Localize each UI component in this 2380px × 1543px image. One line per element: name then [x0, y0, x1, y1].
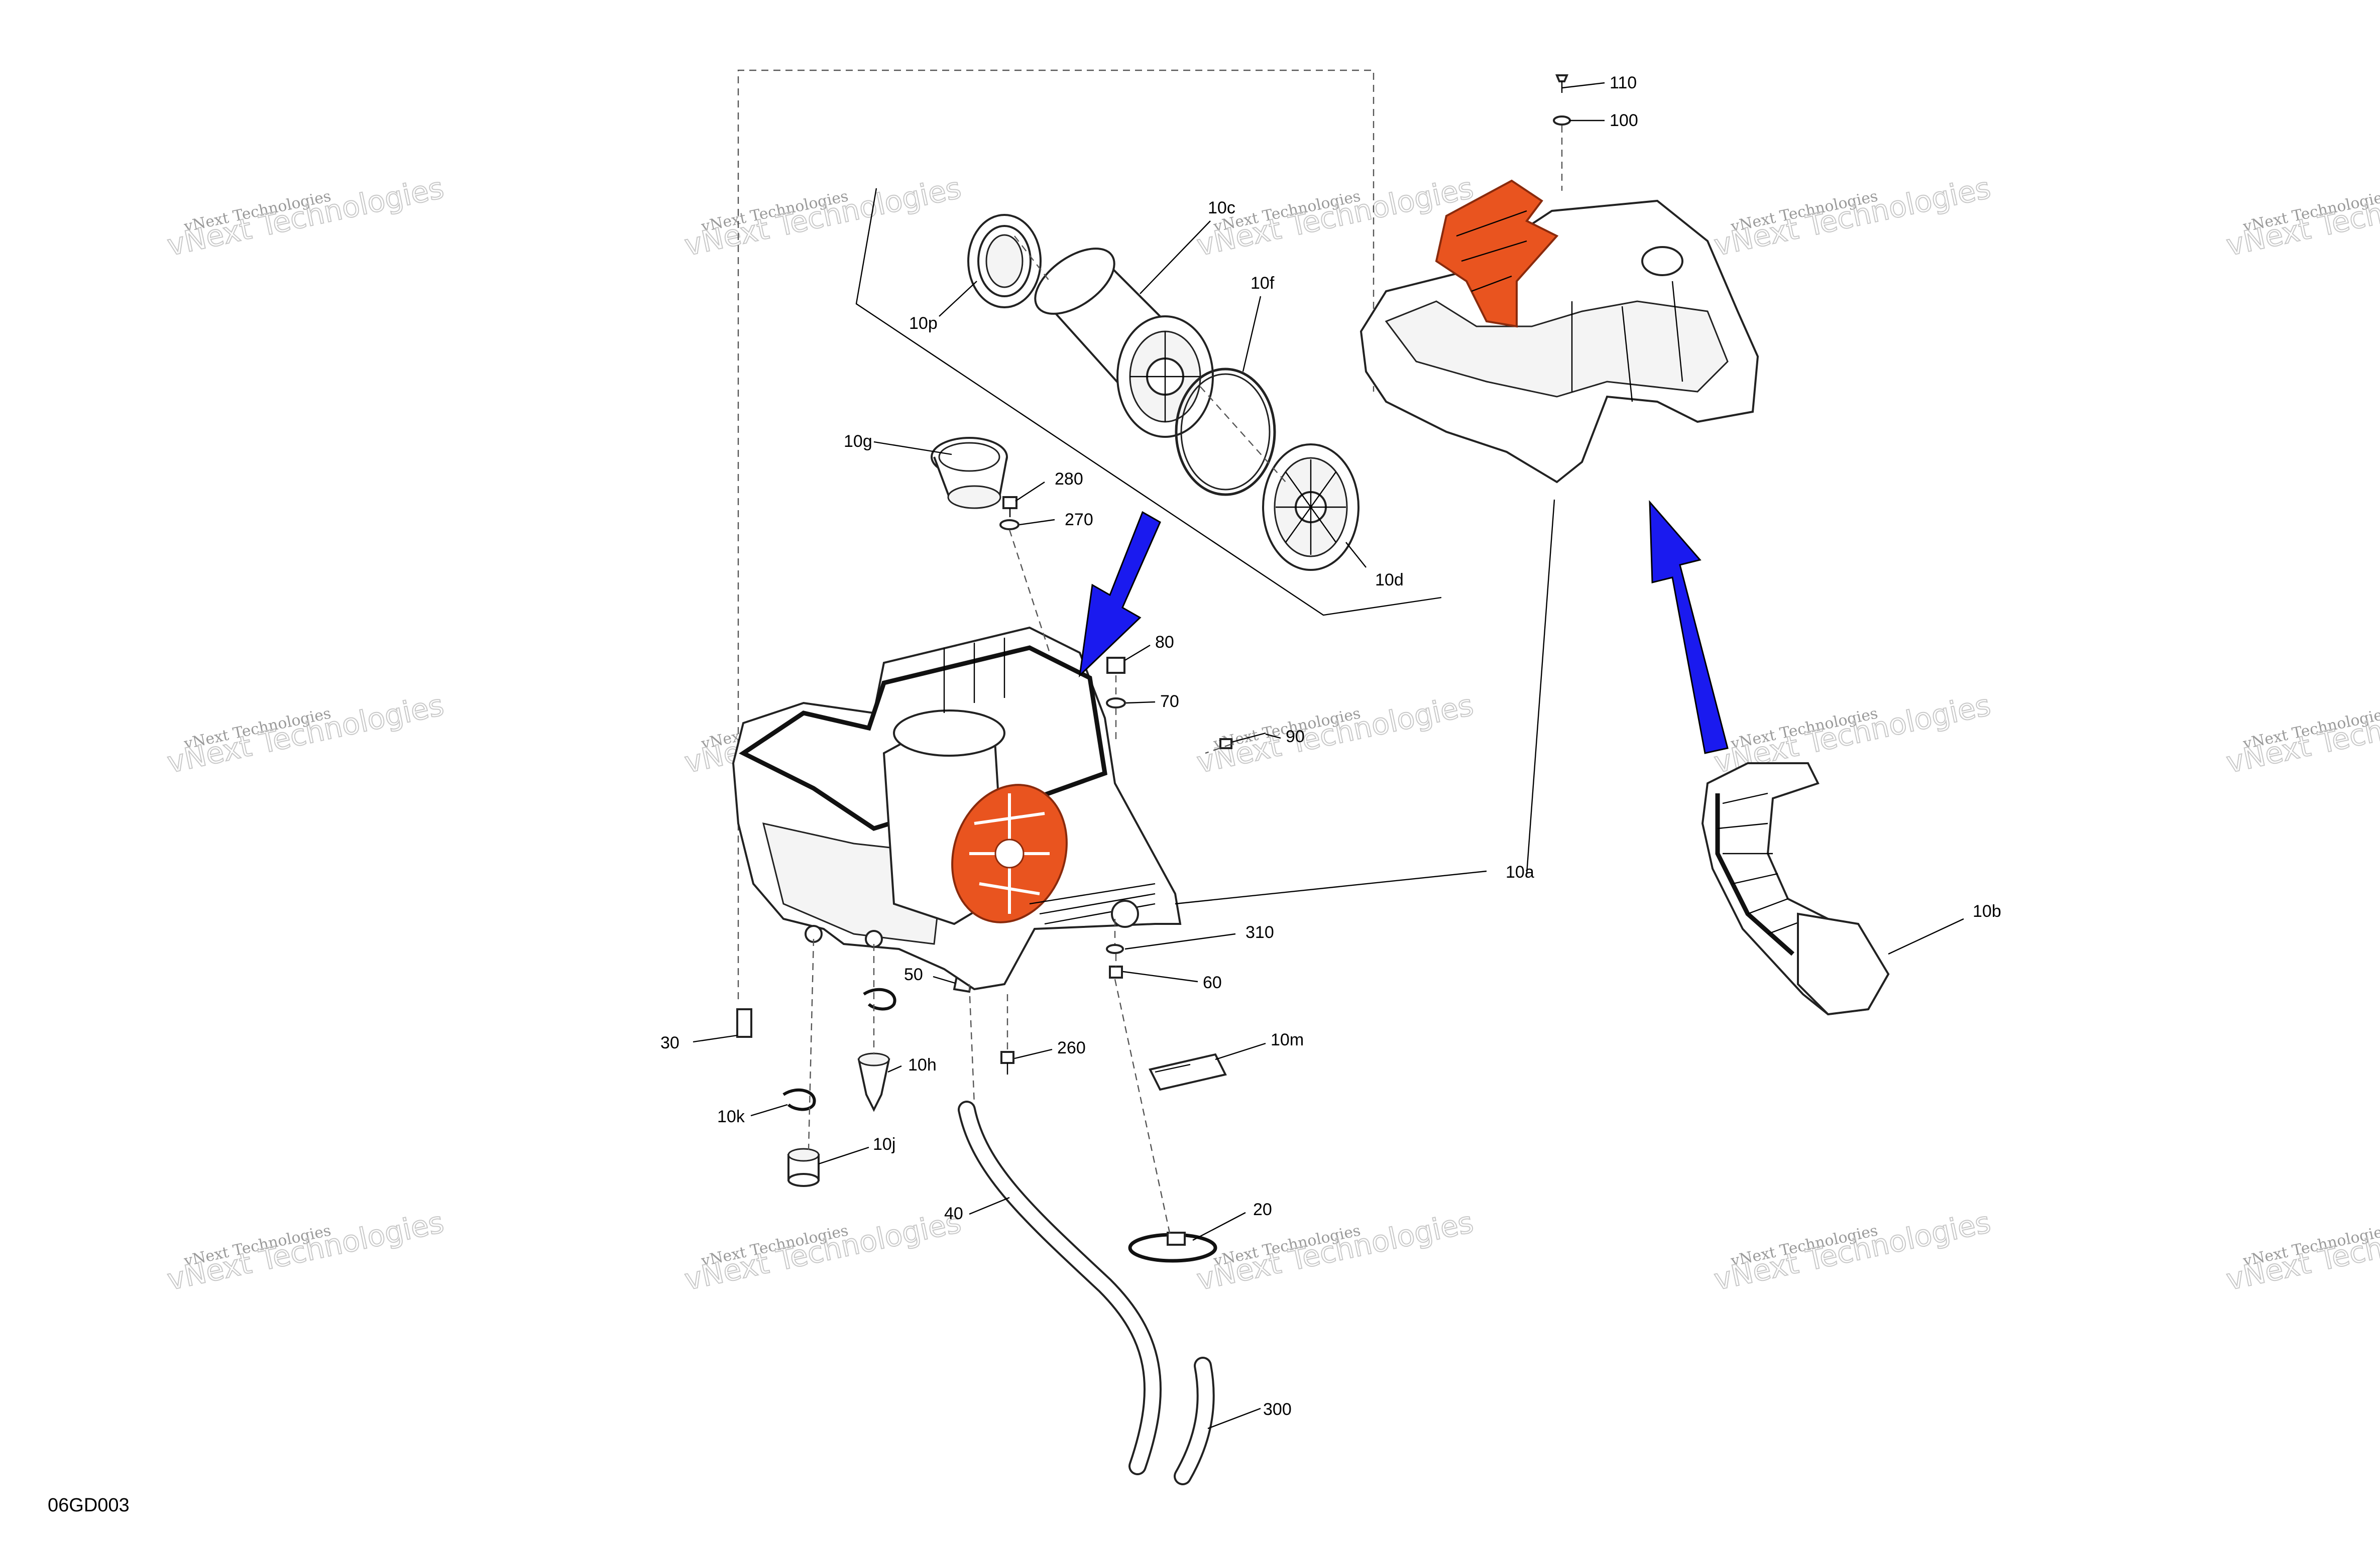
assembly-guide-lines — [808, 126, 1563, 1236]
drain-hose[interactable] — [958, 1101, 1162, 1475]
label-plate[interactable] — [1149, 1053, 1227, 1091]
screw-90[interactable] — [1219, 732, 1266, 749]
callout-10g: 10g — [844, 432, 872, 451]
callout-10c: 10c — [1208, 198, 1235, 217]
washer-100[interactable] — [1553, 115, 1571, 126]
callout-70: 70 — [1160, 692, 1179, 711]
filter-end-cap[interactable] — [1262, 443, 1359, 571]
intake-adapter[interactable] — [931, 437, 1008, 509]
callout-10k: 10k — [717, 1107, 745, 1126]
callout-270: 270 — [1065, 510, 1093, 529]
callout-10d: 10d — [1375, 570, 1404, 589]
callout-10p: 10p — [909, 314, 938, 333]
callout-260: 260 — [1057, 1038, 1086, 1057]
direction-arrow-up — [1649, 500, 1729, 754]
callout-10f: 10f — [1251, 274, 1275, 293]
bolt-260[interactable] — [1000, 1051, 1014, 1075]
air-intake-duct[interactable] — [1701, 762, 1890, 1016]
washer-310[interactable] — [1106, 944, 1124, 954]
hose-clamp[interactable] — [1128, 1232, 1217, 1263]
base-filter-cap-highlight — [951, 784, 1068, 923]
grommet-10h[interactable] — [857, 1052, 890, 1112]
callout-300: 300 — [1263, 1400, 1292, 1419]
fitting-10j[interactable] — [787, 1148, 820, 1187]
callout-20: 20 — [1253, 1200, 1272, 1219]
watermark-layer: vNext Technologies vNext Technologies vN… — [164, 170, 2380, 1297]
callout-10j: 10j — [873, 1135, 895, 1154]
watermark-outline: vNext Technologies — [2223, 688, 2380, 780]
direction-arrow-down — [1078, 511, 1161, 678]
callout-40: 40 — [944, 1204, 963, 1223]
air-filter-seal[interactable] — [967, 214, 1042, 308]
callout-10b: 10b — [1973, 902, 2001, 921]
callout-90: 90 — [1286, 727, 1305, 746]
nut-80[interactable] — [1106, 657, 1125, 674]
callout-10m: 10m — [1271, 1030, 1304, 1049]
callout-10h: 10h — [908, 1055, 937, 1075]
clip-10k-upper[interactable] — [863, 988, 896, 1011]
callout-30: 30 — [660, 1033, 679, 1052]
watermark-outline: vNext Technologies — [2223, 171, 2380, 263]
filter-group-frame — [855, 188, 1442, 616]
washer-270[interactable] — [999, 519, 1019, 530]
air-filter-cartridge[interactable] — [1024, 235, 1214, 438]
callout-labels: 110 100 10c 10p 10f 10g 280 270 10d 80 7… — [660, 73, 2001, 1419]
vent-hose[interactable] — [1174, 1357, 1215, 1485]
callout-280: 280 — [1055, 469, 1083, 489]
leader-lines — [693, 82, 1964, 1430]
watermark-outline: vNext Technologies — [2223, 1205, 2380, 1297]
diagram-reference-id: 06GD003 — [48, 1495, 130, 1516]
callout-110: 110 — [1610, 73, 1637, 92]
cover-intake-highlight — [1435, 179, 1559, 328]
callout-100: 100 — [1610, 111, 1638, 130]
bolt-280[interactable] — [1002, 496, 1017, 517]
callout-60: 60 — [1203, 973, 1222, 992]
assembly-boundary — [737, 69, 1375, 999]
clip-30[interactable] — [736, 1008, 752, 1038]
callout-50: 50 — [904, 965, 923, 984]
filter-o-ring[interactable] — [1175, 368, 1276, 496]
callout-80: 80 — [1155, 633, 1174, 652]
clamp-10k[interactable] — [782, 1088, 816, 1111]
bolt-110[interactable] — [1555, 74, 1568, 93]
airbox-cover[interactable] — [1359, 179, 1759, 484]
nut-60[interactable] — [1109, 966, 1123, 979]
callout-10a: 10a — [1506, 863, 1534, 882]
airbox-base[interactable] — [732, 626, 1182, 991]
washer-70[interactable] — [1106, 697, 1126, 708]
callout-310: 310 — [1245, 923, 1274, 942]
